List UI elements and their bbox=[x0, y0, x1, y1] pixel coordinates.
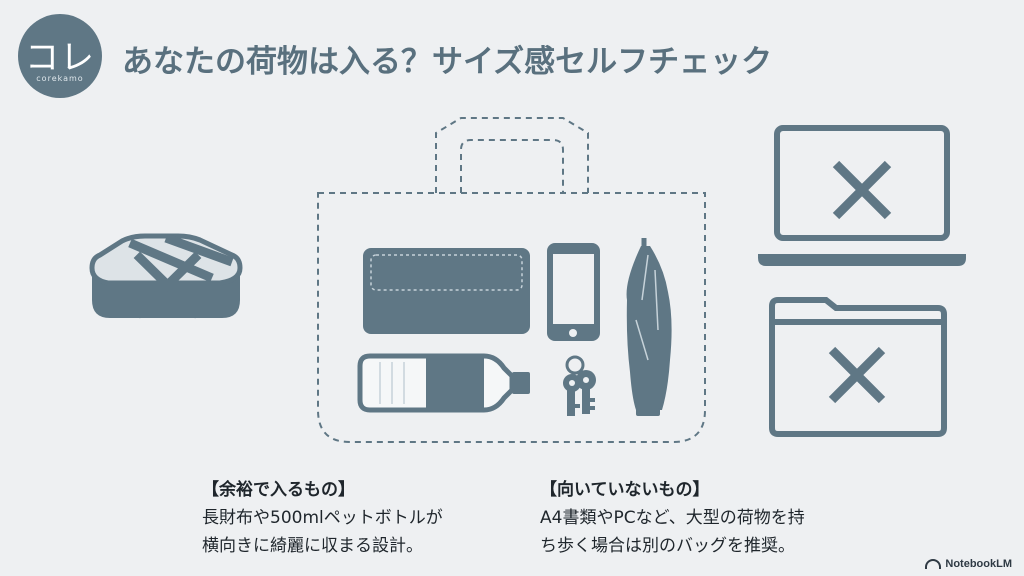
page-title: あなたの荷物は入る？サイズ感セルフチェック bbox=[122, 44, 773, 80]
logo-subtext: corekamo bbox=[36, 74, 84, 83]
brand-label: NotebookLM bbox=[945, 558, 1012, 570]
fits-line-1: 長財布や500mlペットボトルが bbox=[202, 508, 443, 528]
lunch-box-icon bbox=[89, 233, 243, 319]
fits-caption: 【余裕で入るもの】 長財布や500mlペットボトルが 横向きに綺麗に収まる設計。 bbox=[202, 476, 443, 560]
laptop-icon bbox=[758, 125, 966, 266]
fits-heading: 【余裕で入るもの】 bbox=[202, 480, 355, 500]
not-fit-line-1: A4書類やPCなど、大型の荷物を持 bbox=[540, 508, 805, 528]
tote-bag-outline-icon bbox=[317, 117, 706, 443]
smartphone-icon bbox=[547, 243, 600, 341]
umbrella-icon bbox=[626, 238, 672, 416]
notebooklm-icon bbox=[925, 559, 942, 569]
fits-line-2: 横向きに綺麗に収まる設計。 bbox=[202, 536, 423, 556]
corekamo-logo: コレ corekamo bbox=[18, 14, 102, 98]
notebooklm-watermark: NotebookLM bbox=[925, 558, 1012, 570]
not-fit-line-2: ち歩く場合は別のバッグを推奨。 bbox=[540, 536, 795, 556]
folder-icon bbox=[769, 297, 947, 437]
water-bottle-icon bbox=[357, 353, 530, 413]
wallet-icon bbox=[363, 248, 530, 334]
logo-text: コレ bbox=[25, 38, 95, 78]
keys-icon bbox=[563, 355, 596, 416]
not-fit-caption: 【向いていないもの】 A4書類やPCなど、大型の荷物を持 ち歩く場合は別のバッグ… bbox=[540, 476, 805, 560]
not-fit-heading: 【向いていないもの】 bbox=[540, 480, 710, 500]
